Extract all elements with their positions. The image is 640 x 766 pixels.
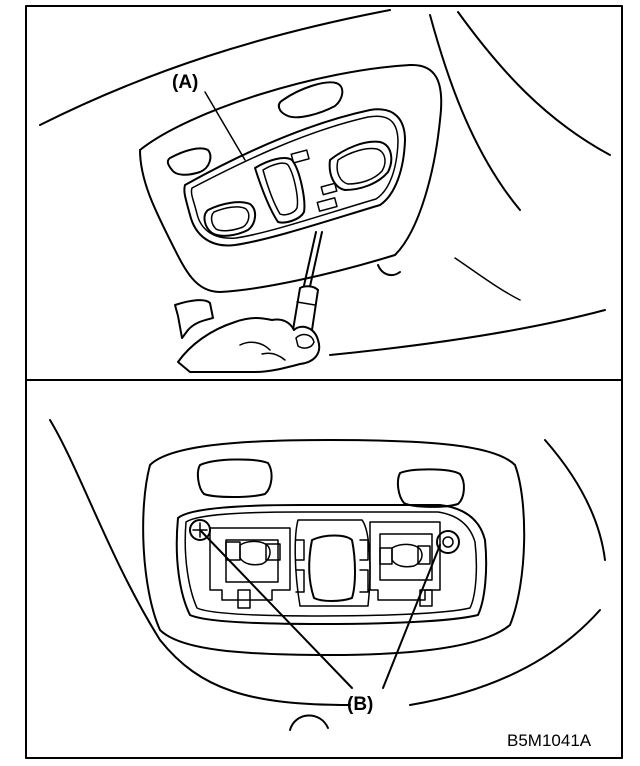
hand-finger [239,341,286,361]
headliner-lower [329,309,606,356]
right-bulb-bracket-inner [379,533,433,581]
bottom-panel: (B) B5M1041A [49,419,606,750]
right-switch-inner [336,147,386,185]
headliner-left [49,419,351,706]
headliner-lower-2 [454,257,521,301]
top-panel: (A) [39,9,611,373]
screw-right [436,530,460,554]
callout-b-leader-left [199,529,353,689]
center-switch-body [308,534,356,602]
console-tab [377,264,401,277]
console-recess [142,439,526,656]
headliner-right [544,439,606,561]
right-switch [328,140,393,191]
console-outer [139,63,443,293]
callout-b-leader-right [382,544,441,689]
dome-notch [289,714,329,731]
center-clip-right [359,539,369,593]
callout-a-label: (A) [172,72,198,93]
indicator-1 [290,149,310,164]
base-clip-right [419,589,433,607]
center-compartment [294,519,371,607]
figure-frame [25,5,623,759]
headliner-edge-right-2 [429,14,521,211]
trim-tool-shaft [302,231,323,292]
headliner-edge-right [457,11,611,156]
upper-lamp-lens [277,81,344,119]
left-switch-inner [210,206,250,232]
figure-id: B5M1041A [507,731,592,750]
base-clip-left [237,589,251,609]
left-bulb-bracket [209,527,291,601]
visor-clip [174,299,214,339]
center-switch [254,157,306,224]
lamp-housing-inner [184,511,478,617]
left-bulb-bracket-inner [225,539,279,583]
callout-a-leader [204,91,246,161]
bulb-left [225,540,281,566]
left-switch [203,201,256,237]
headliner-line [39,9,391,126]
lamp-housing [175,504,488,625]
trim-tool-handle-band [296,301,316,306]
right-upper-lens [396,468,465,508]
headliner-right-2 [409,609,601,706]
indicator-3 [316,197,338,212]
center-clip-left [295,539,305,593]
map-lamp-lens-inner [190,115,399,239]
indicator-2 [320,182,338,196]
left-upper-lens [196,458,273,498]
center-switch-inner [262,162,299,216]
callout-b-label: (B) [347,694,373,715]
thumb-nail [295,333,315,349]
bulb-right [379,543,431,568]
map-lamp-lens [183,108,406,247]
left-small-lens [166,147,212,176]
